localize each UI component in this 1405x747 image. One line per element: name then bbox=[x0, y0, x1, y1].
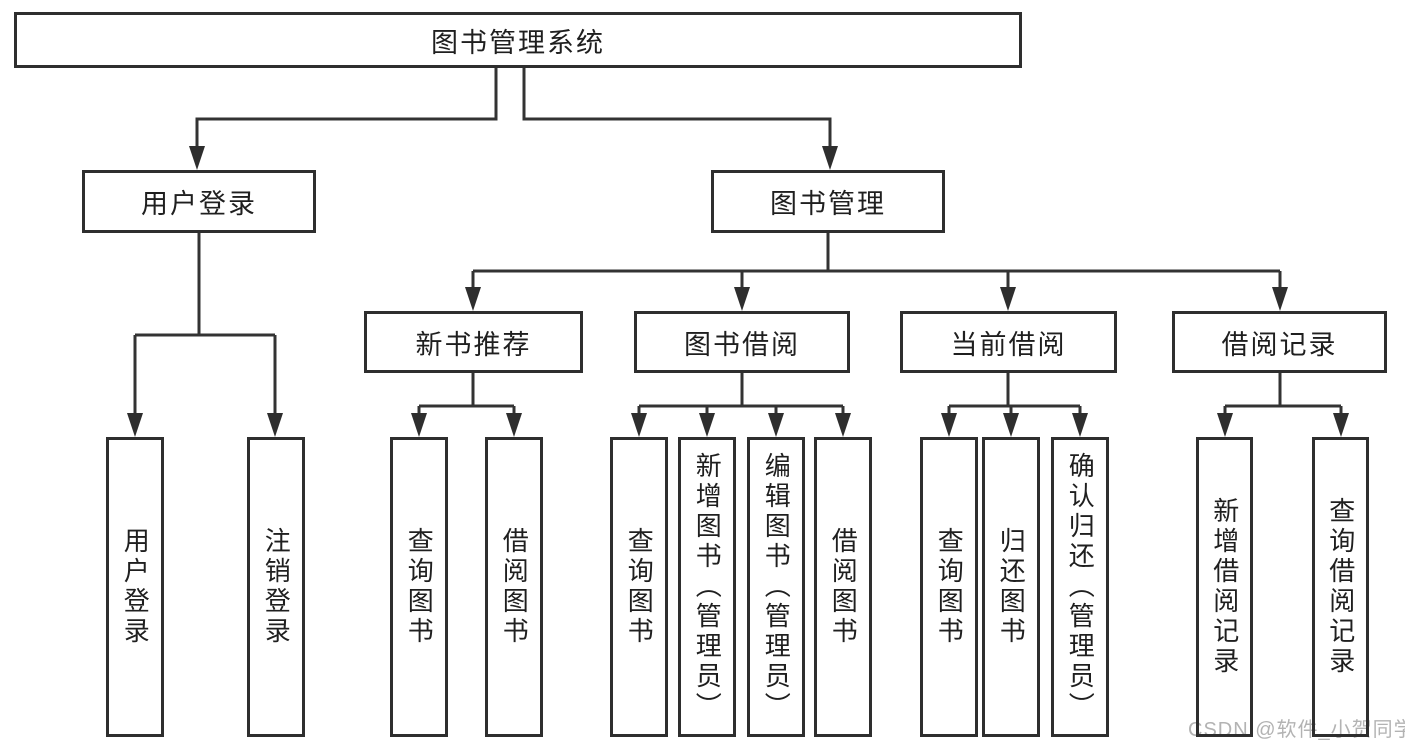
leaf-query-books-recommend: 查询图书 bbox=[390, 437, 448, 737]
leaf-user-login: 用户登录 bbox=[106, 437, 164, 737]
leaf-add-borrow-record: 新增借阅记录 bbox=[1196, 437, 1253, 737]
leaf-edit-book-admin: 编辑图书（管理员） bbox=[747, 437, 805, 737]
node-borrow-records: 借阅记录 bbox=[1172, 311, 1387, 373]
leaf-edit-book-admin-label: 编辑图书（管理员） bbox=[761, 452, 792, 722]
leaf-confirm-return-admin: 确认归还（管理员） bbox=[1051, 437, 1109, 737]
leaf-query-books-recommend-label: 查询图书 bbox=[404, 527, 435, 647]
leaf-add-book-admin-label: 新增图书（管理员） bbox=[692, 452, 723, 722]
leaf-borrow-books-label: 借阅图书 bbox=[828, 527, 859, 647]
leaf-query-books-borrow-label: 查询图书 bbox=[624, 527, 655, 647]
leaf-add-book-admin: 新增图书（管理员） bbox=[678, 437, 736, 737]
leaf-borrow-books-recommend-label: 借阅图书 bbox=[499, 527, 530, 647]
watermark: CSDN @软件_小贺同学 bbox=[1188, 719, 1405, 741]
leaf-query-borrow-record: 查询借阅记录 bbox=[1312, 437, 1369, 737]
leaf-confirm-return-admin-label: 确认归还（管理员） bbox=[1065, 452, 1096, 722]
leaf-return-books: 归还图书 bbox=[982, 437, 1040, 737]
node-book-borrow: 图书借阅 bbox=[634, 311, 850, 373]
leaf-user-login-label: 用户登录 bbox=[120, 527, 151, 647]
leaf-query-books-borrow: 查询图书 bbox=[610, 437, 668, 737]
leaf-borrow-books-recommend: 借阅图书 bbox=[485, 437, 543, 737]
leaf-query-books-current: 查询图书 bbox=[920, 437, 978, 737]
leaf-return-books-label: 归还图书 bbox=[996, 527, 1027, 647]
node-root: 图书管理系统 bbox=[14, 12, 1022, 68]
leaf-query-borrow-record-label: 查询借阅记录 bbox=[1325, 497, 1356, 677]
leaf-query-books-current-label: 查询图书 bbox=[934, 527, 965, 647]
leaf-logout-label: 注销登录 bbox=[261, 527, 292, 647]
leaf-borrow-books: 借阅图书 bbox=[814, 437, 872, 737]
leaf-add-borrow-record-label: 新增借阅记录 bbox=[1209, 497, 1240, 677]
node-book-management: 图书管理 bbox=[711, 170, 945, 233]
connector-elbows bbox=[133, 68, 1343, 415]
leaf-logout: 注销登录 bbox=[247, 437, 305, 737]
node-current-borrow: 当前借阅 bbox=[900, 311, 1117, 373]
node-user-login: 用户登录 bbox=[82, 170, 316, 233]
node-new-book-recommend: 新书推荐 bbox=[364, 311, 583, 373]
arrowhead-icons bbox=[127, 146, 1349, 437]
